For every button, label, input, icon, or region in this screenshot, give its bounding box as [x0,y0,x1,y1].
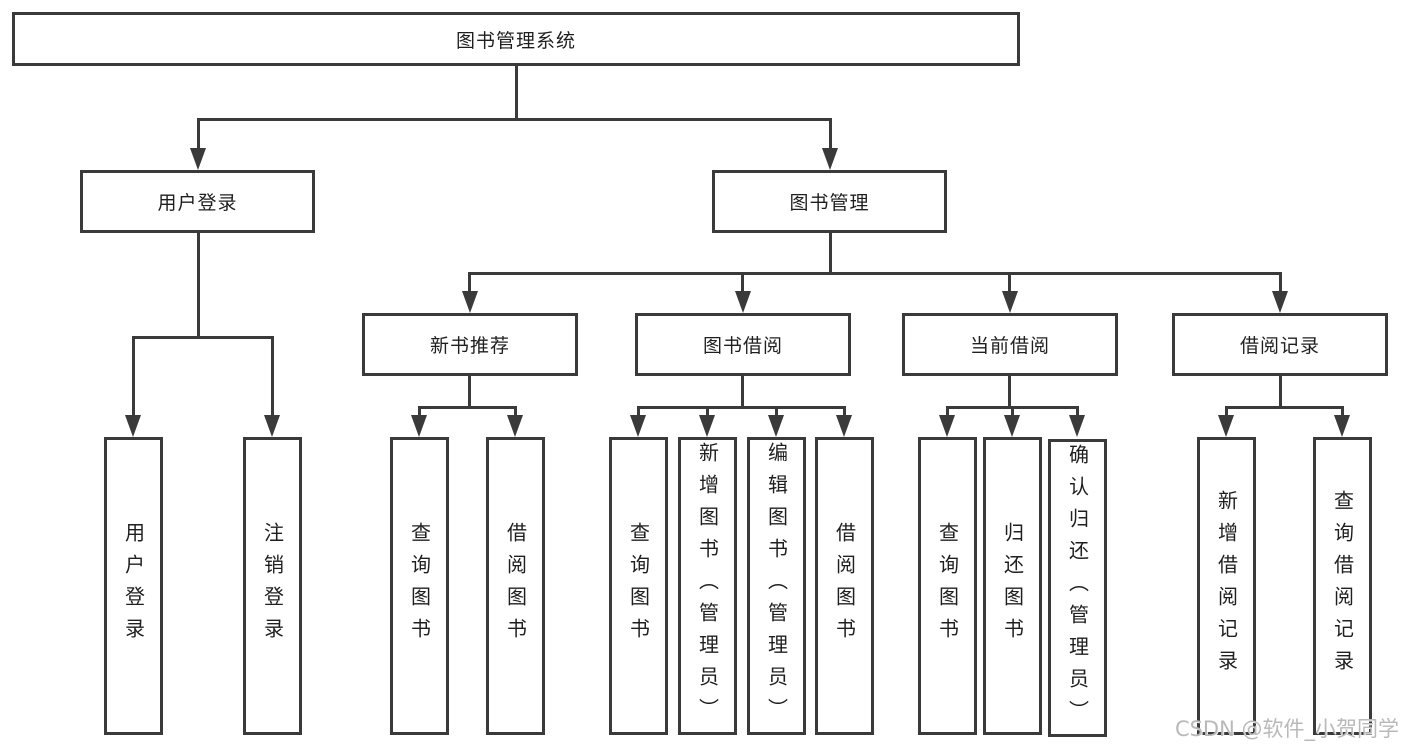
connector-drop [418,406,421,418]
connector-stem [741,376,744,408]
leaf-add-books-admin: 新增图书（管理员） [678,437,737,735]
node-label: 新增借阅记录 [1214,490,1239,682]
arrowhead-down-icon [735,291,751,313]
arrowhead-down-icon [462,291,478,313]
node-label: 借阅图书 [503,522,528,650]
node-label: 借阅记录 [1239,335,1320,357]
connector-drop [1279,272,1282,294]
connector-rail [1225,406,1344,409]
arrowhead-down-icon [822,148,838,170]
arrowhead-down-icon [1272,291,1288,313]
connector-stem [515,66,518,120]
connector-rail [418,406,517,409]
leaf-return-books: 归还图书 [983,437,1042,735]
connector-drop [197,118,200,152]
connector-stem [197,233,200,338]
connector-drop [843,406,846,418]
arrowhead-down-icon [836,415,852,437]
node-label: 查询借阅记录 [1330,490,1355,682]
node-label: 归还图书 [1000,522,1025,650]
connector-drop [1341,406,1344,418]
arrowhead-down-icon [939,415,955,437]
node-label: 新书推荐 [429,335,510,357]
node-label: 图书管理 [789,192,870,214]
leaf-query-books-recommend: 查询图书 [390,437,449,735]
arrowhead-down-icon [190,148,206,170]
node-label: 用户登录 [121,522,146,650]
node-label: 确认归还（管理员） [1065,444,1090,732]
connector-drop [132,336,135,418]
node-current-borrowing: 当前借阅 [902,313,1118,376]
leaf-query-borrow-record: 查询借阅记录 [1313,437,1372,735]
connector-drop [468,272,471,294]
node-label: 查询图书 [407,522,432,650]
leaf-confirm-return-admin: 确认归还（管理员） [1048,439,1107,737]
connector-drop [1008,272,1011,294]
connector-rail [637,406,846,409]
leaf-edit-books-admin: 编辑图书（管理员） [747,437,806,735]
node-new-book-recommend: 新书推荐 [362,313,578,376]
node-label: 查询图书 [626,522,651,650]
connector-drop [637,406,640,418]
connector-drop [271,336,274,418]
node-book-management: 图书管理 [712,170,947,233]
leaf-user-login: 用户登录 [104,437,163,735]
connector-stem [1279,376,1282,408]
connector-stem [468,376,471,408]
connector-drop [1225,406,1228,418]
node-label: 注销登录 [260,522,285,650]
node-library-management-system: 图书管理系统 [12,12,1020,66]
node-label: 查询图书 [935,522,960,650]
arrowhead-down-icon [411,415,427,437]
arrowhead-down-icon [264,415,280,437]
connector-rail [132,336,274,339]
connector-drop [1011,406,1014,418]
arrowhead-down-icon [699,415,715,437]
leaf-borrow-books-recommend: 借阅图书 [486,437,545,735]
node-label: 当前借阅 [969,335,1050,357]
arrowhead-down-icon [1004,415,1020,437]
connector-stem [1008,376,1011,408]
connector-drop [706,406,709,418]
leaf-query-books-current: 查询图书 [918,437,977,735]
connector-stem [829,233,832,274]
node-label: 借阅图书 [832,522,857,650]
arrowhead-down-icon [630,415,646,437]
leaf-logout: 注销登录 [243,437,302,735]
connector-drop [829,118,832,152]
leaf-borrow-books: 借阅图书 [815,437,874,735]
connector-drop [775,406,778,418]
connector-rail [197,118,832,121]
arrowhead-down-icon [1218,415,1234,437]
connector-drop [1076,406,1079,418]
arrowhead-down-icon [125,415,141,437]
node-book-borrowing: 图书借阅 [635,313,851,376]
leaf-add-borrow-record: 新增借阅记录 [1197,437,1256,735]
node-label: 新增图书（管理员） [695,442,720,730]
arrowhead-down-icon [1069,415,1085,437]
arrowhead-down-icon [1334,415,1350,437]
node-label: 编辑图书（管理员） [764,442,789,730]
node-label: 图书管理系统 [455,29,576,52]
connector-rail [468,272,1282,275]
connector-drop [946,406,949,418]
arrowhead-down-icon [1002,291,1018,313]
arrowhead-down-icon [768,415,784,437]
node-label: 图书借阅 [702,335,783,357]
csdn-watermark: CSDN @软件_小贺同学 [1174,717,1399,741]
node-user-login: 用户登录 [80,170,315,233]
node-borrowing-records: 借阅记录 [1172,313,1388,376]
connector-drop [514,406,517,418]
leaf-query-books-borrowing: 查询图书 [609,437,668,735]
node-label: 用户登录 [157,192,238,214]
arrowhead-down-icon [507,415,523,437]
connector-drop [741,272,744,294]
